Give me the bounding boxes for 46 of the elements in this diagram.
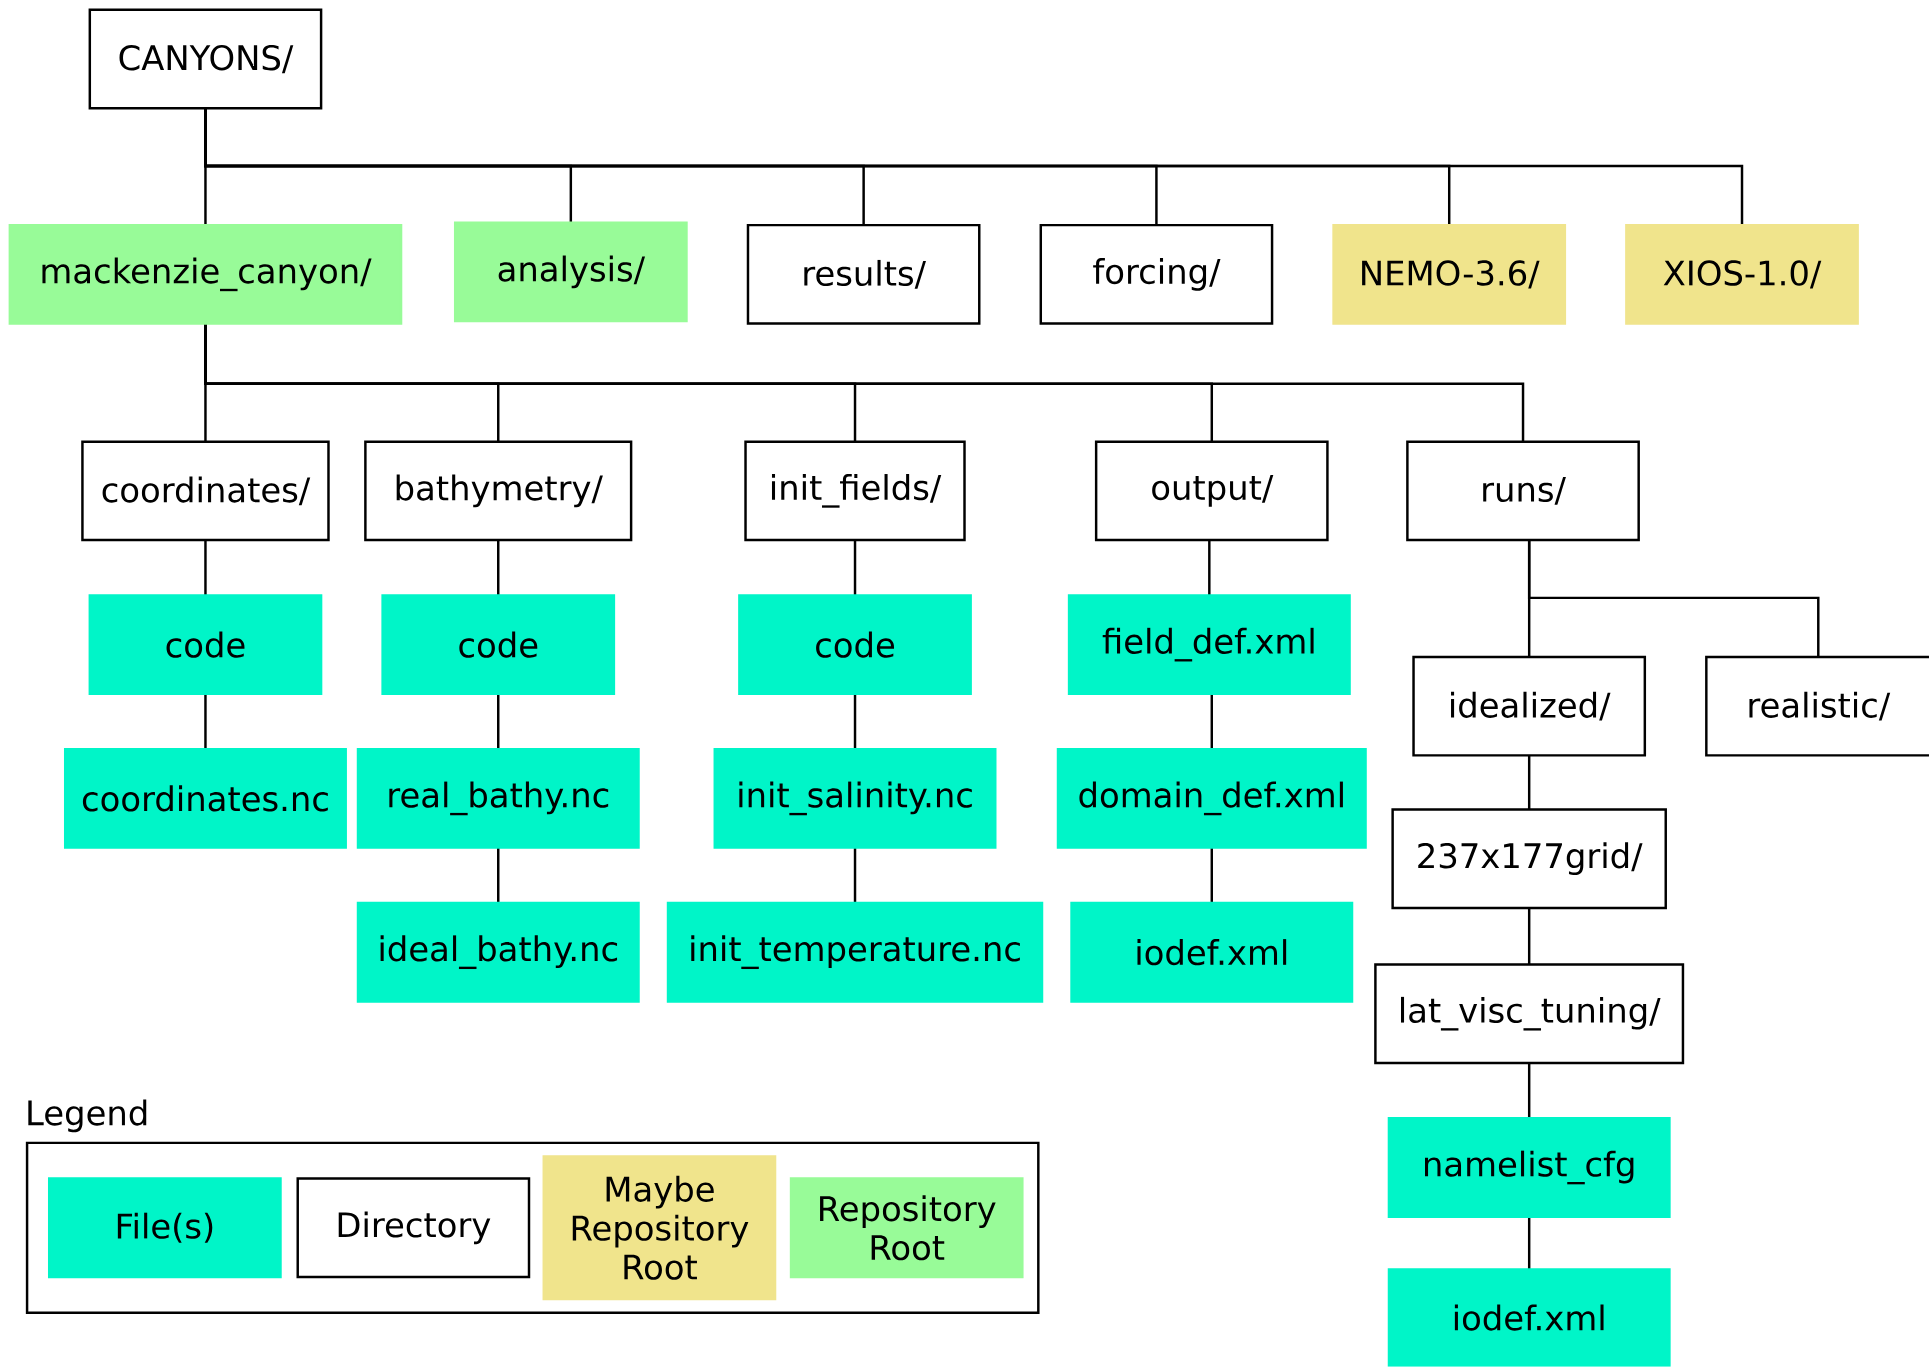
- connector-line: [1210, 693, 1213, 750]
- folder-box: output/: [1094, 440, 1329, 542]
- file-box: iodef.xml: [1070, 901, 1354, 1003]
- folder-box: XIOS-1.0/: [1625, 224, 1859, 325]
- file-box: domain_def.xml: [1056, 748, 1367, 849]
- connector-line: [853, 693, 857, 750]
- folder-box: analysis/: [453, 221, 688, 323]
- connector-line: [1527, 908, 1531, 965]
- file-box: coordinates.nc: [64, 748, 347, 849]
- folder-box: coordinates/: [81, 440, 330, 542]
- connector-line: [1527, 755, 1531, 810]
- folder-box: init_fields/: [744, 440, 966, 542]
- connector-line: [1527, 540, 1820, 658]
- connector-line: [853, 847, 857, 904]
- connector-line: [1210, 847, 1213, 904]
- folder-box: realistic/: [1705, 655, 1929, 757]
- folder-box: forcing/: [1039, 224, 1274, 325]
- connector-line: [1208, 540, 1211, 596]
- connector-line: [1527, 1216, 1531, 1270]
- file-box: namelist_cfg: [1387, 1117, 1671, 1219]
- connector-line: [497, 847, 500, 904]
- folder-box: 237x177grid/: [1391, 808, 1667, 910]
- folder-box: mackenzie_canyon/: [8, 224, 403, 325]
- file-box: real_bathy.nc: [356, 748, 640, 849]
- file-box: ideal_bathy.nc: [356, 901, 640, 1003]
- folder-box: bathymetry/: [364, 440, 633, 542]
- file-box: init_temperature.nc: [666, 901, 1044, 1003]
- connector-line: [1527, 1063, 1531, 1119]
- folder-box: runs/: [1406, 440, 1640, 542]
- file-box: init_salinity.nc: [713, 748, 997, 849]
- file-box: code: [381, 594, 616, 696]
- file-box: field_def.xml: [1067, 594, 1351, 696]
- folder-box: results/: [746, 224, 981, 325]
- file-box: code: [738, 594, 972, 696]
- file-box: iodef.xml: [1387, 1268, 1671, 1367]
- connector-line: [853, 540, 857, 596]
- connector-line: [204, 540, 207, 596]
- folder-box: CANYONS/: [88, 8, 323, 110]
- connector-line: [204, 693, 207, 750]
- legend-title: Legend: [28, 1099, 147, 1133]
- connector-line: [497, 693, 500, 750]
- connector-line: [497, 540, 500, 596]
- folder-box: lat_visc_tuning/: [1374, 963, 1685, 1065]
- folder-box: NEMO-3.6/: [1332, 224, 1567, 325]
- file-box: code: [88, 594, 323, 696]
- folder-box: idealized/: [1412, 655, 1647, 757]
